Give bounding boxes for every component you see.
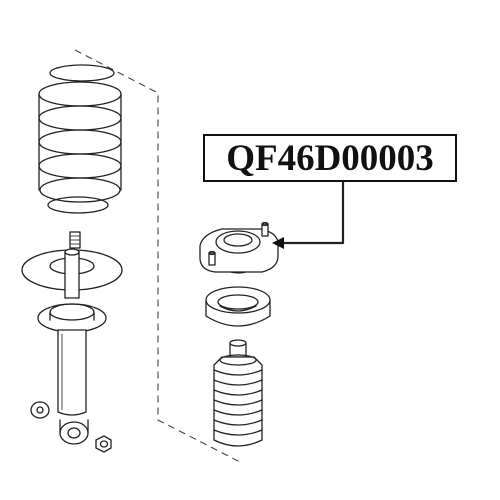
shock-absorber bbox=[21, 231, 123, 453]
callout-leader-arrow bbox=[272, 180, 345, 249]
part-number-label: QF46D00003 bbox=[203, 134, 457, 182]
strut-mount bbox=[199, 221, 279, 274]
coil-spring bbox=[38, 64, 122, 214]
strut-bearing-ring bbox=[205, 286, 271, 327]
exploded-view-dashed-boundary bbox=[74, 49, 241, 463]
dust-boot-bellows bbox=[213, 339, 263, 447]
